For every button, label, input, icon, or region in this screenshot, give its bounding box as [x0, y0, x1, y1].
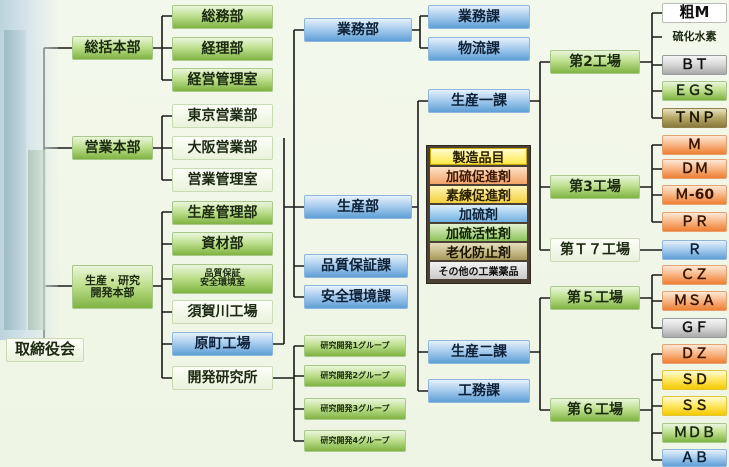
dept-production-control[interactable]: 生産管理部 — [172, 201, 273, 225]
div-production[interactable]: 生産部 — [304, 195, 412, 219]
product-category-list: 製造品目 加硫促進剤 素練促進剤 加硫剤 加硫活性剤 老化防止剤 その他の工業薬… — [426, 145, 531, 284]
section-engineering[interactable]: 工務課 — [428, 379, 530, 403]
hq-general[interactable]: 総括本部 — [72, 36, 153, 60]
dept-quality-safety-office[interactable]: 品質保証 安全環境室 — [172, 264, 273, 294]
dept-osaka-sales[interactable]: 大阪営業部 — [172, 136, 273, 160]
rd-group-2[interactable]: 研究開発2グループ — [304, 365, 406, 387]
hq-sales[interactable]: 営業本部 — [72, 136, 153, 160]
product-other-chemicals[interactable]: その他の工業薬品 — [430, 262, 527, 279]
dept-haramachi-plant[interactable]: 原町工場 — [172, 332, 273, 356]
plant3-product-m60[interactable]: Ｍ-60 — [662, 185, 727, 205]
product-vulcanization-activator[interactable]: 加硫活性剤 — [430, 224, 527, 242]
plant-2[interactable]: 第2工場 — [550, 50, 640, 74]
product-vulcanization-accelerator[interactable]: 加硫促進剤 — [430, 167, 527, 185]
product-list-heading: 製造品目 — [430, 148, 527, 166]
dept-sukagawa-plant[interactable]: 須賀川工場 — [172, 300, 273, 324]
rd-group-3[interactable]: 研究開発3グループ — [304, 398, 406, 420]
plant-3[interactable]: 第3工場 — [550, 175, 640, 199]
product-peptizer[interactable]: 素練促進剤 — [430, 186, 527, 204]
product-vulcanizing-agent[interactable]: 加硫剤 — [430, 205, 527, 223]
plant6-product-mdb[interactable]: ＭＤＢ — [662, 423, 727, 443]
div-quality-assurance[interactable]: 品質保証課 — [304, 254, 408, 278]
plant2-product-egs[interactable]: ＥＧＳ — [662, 81, 727, 101]
plant-t7[interactable]: 第Ｔ７工場 — [550, 238, 640, 262]
plant2-product-crude-m[interactable]: 粗M — [662, 3, 727, 23]
plant5-product-gf[interactable]: ＧＦ — [662, 318, 727, 338]
rd-group-4[interactable]: 研究開発4グループ — [304, 430, 406, 452]
plant6-product-ss[interactable]: ＳＳ — [662, 396, 727, 416]
plant2-product-hydrogen-sulfide[interactable]: 硫化水素 — [672, 29, 717, 43]
hq-production-rd[interactable]: 生産・研究 開発本部 — [72, 265, 153, 309]
section-production-2[interactable]: 生産二課 — [428, 340, 530, 364]
section-logistics[interactable]: 物流課 — [428, 37, 530, 61]
dept-tokyo-sales[interactable]: 東京営業部 — [172, 104, 273, 128]
building-photo — [0, 0, 58, 340]
plant5-product-cz[interactable]: ＣＺ — [662, 265, 727, 285]
plantT7-product-r[interactable]: Ｒ — [662, 240, 727, 260]
plant-6[interactable]: 第６工場 — [550, 398, 640, 422]
plant3-product-m[interactable]: Ｍ — [662, 135, 727, 155]
product-antioxidant[interactable]: 老化防止剤 — [430, 243, 527, 261]
section-production-1[interactable]: 生産一課 — [428, 89, 530, 113]
dept-accounting[interactable]: 経理部 — [172, 37, 273, 61]
dept-general-affairs[interactable]: 総務部 — [172, 5, 273, 29]
plant5-product-msa[interactable]: ＭＳＡ — [662, 291, 727, 311]
plant3-product-pr[interactable]: ＰＲ — [662, 212, 727, 232]
plant6-product-sd[interactable]: ＳＤ — [662, 370, 727, 390]
rd-group-1[interactable]: 研究開発1グループ — [304, 335, 406, 357]
div-business[interactable]: 業務部 — [304, 18, 412, 42]
dept-rd-lab[interactable]: 開発研究所 — [172, 366, 273, 390]
board-of-directors[interactable]: 取締役会 — [6, 338, 84, 362]
plant3-product-dm[interactable]: ＤＭ — [662, 159, 727, 179]
section-business[interactable]: 業務課 — [428, 5, 530, 29]
dept-materials[interactable]: 資材部 — [172, 232, 273, 256]
div-safety-environment[interactable]: 安全環境課 — [304, 285, 408, 309]
dept-management[interactable]: 経営管理室 — [172, 68, 273, 92]
dept-sales-management[interactable]: 営業管理室 — [172, 168, 273, 192]
plant2-product-tnp[interactable]: ＴＮＰ — [662, 108, 727, 128]
plant6-product-dz[interactable]: ＤＺ — [662, 344, 727, 364]
plant6-product-ab[interactable]: ＡＢ — [662, 449, 727, 467]
plant2-product-bt[interactable]: ＢＴ — [662, 55, 727, 75]
plant-5[interactable]: 第５工場 — [550, 286, 640, 310]
